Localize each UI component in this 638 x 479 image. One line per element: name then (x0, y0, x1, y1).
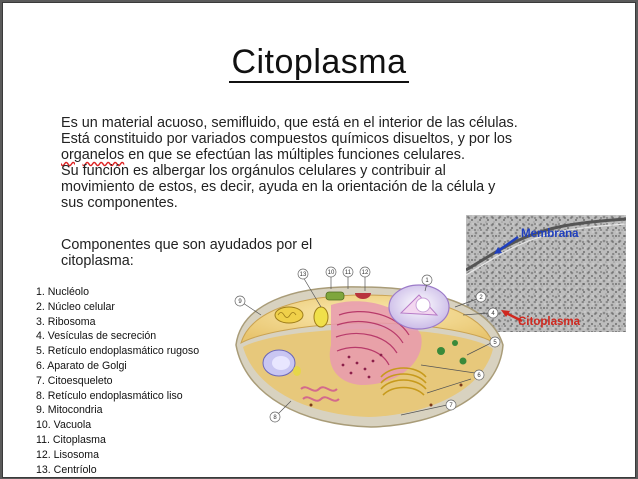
marker-4: 4 (491, 311, 495, 317)
legend-item: 3. Ribosoma (36, 315, 96, 328)
legend-item: 12. Lisosoma (36, 448, 100, 461)
slide-title: Citoplasma (229, 43, 409, 83)
description-paragraph: Es un material acuoso, semifluido, que e… (61, 115, 581, 211)
marker-8: 8 (273, 415, 277, 421)
legend-item: 13. Centríolo (36, 463, 97, 476)
cell-diagram: 1 2 4 5 6 7 8 9 10 11 12 13 3 (234, 266, 504, 428)
para-line: Es un material acuoso, semifluido, que e… (61, 115, 518, 131)
legend-item: 2. Núcleo celular (36, 300, 115, 313)
marker-12: 12 (362, 270, 369, 276)
marker-9: 9 (238, 299, 242, 305)
spellcheck-word: organelos (61, 147, 125, 163)
legend-item: 1. Nucléolo (36, 286, 89, 298)
cytoplasm-arrow (505, 311, 523, 323)
para-line: sus componentes. (61, 195, 178, 211)
cytoplasm-label: Citoplasma (518, 316, 581, 328)
legend-item: 6. Aparato de Golgi (36, 359, 127, 372)
legend-item: 4. Vesículas de secreción (36, 330, 157, 343)
legend-item: 10. Vacuola (36, 419, 92, 432)
marker-6: 6 (477, 373, 481, 379)
membrane-arrow (497, 235, 519, 253)
para-line: Su función es albergar los orgánulos cel… (61, 163, 446, 179)
components-intro: Componentes que son ayudados por el cito… (61, 237, 313, 269)
marker-5: 5 (493, 340, 497, 346)
organelle-legend: 1. Nucléolo 2. Núcleo celular 3. Ribosom… (36, 285, 199, 477)
marker-11: 11 (345, 270, 352, 276)
legend-item: 7. Citoesqueleto (36, 374, 113, 387)
legend-item: 5. Retículo endoplasmático rugoso (36, 345, 200, 358)
para-line: movimiento de estos, es decir, ayuda en … (61, 179, 496, 195)
marker-7: 7 (449, 403, 453, 409)
legend-item: 8. Retículo endoplasmático liso (36, 389, 183, 402)
legend-item: 9. Mitocondria (36, 404, 103, 417)
marker-1: 1 (425, 278, 429, 284)
para-line: Está constituido por variados compuestos… (61, 131, 513, 147)
marker-13: 13 (300, 272, 307, 278)
marker-10: 10 (328, 270, 335, 276)
marker-2: 2 (479, 295, 483, 301)
para-line: organelos en que se efectúan las múltipl… (61, 147, 465, 163)
legend-item: 11. Citoplasma (36, 433, 106, 446)
membrane-label: Membrana (521, 228, 579, 240)
